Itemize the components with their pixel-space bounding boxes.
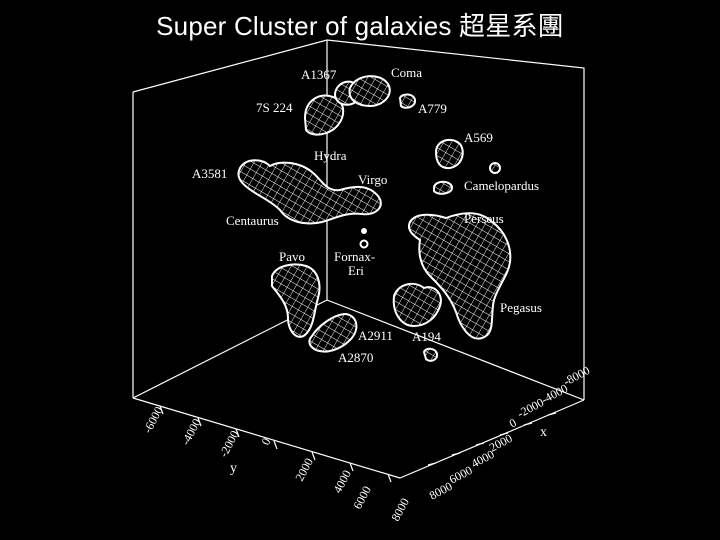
cluster-labels: A1367 Coma 7S 224 A779 A569 Hydra A3581 … (192, 65, 542, 365)
mesh-fornax-eri (392, 282, 442, 328)
y-tick-5: 4000 (330, 468, 354, 496)
x-axis-labels: -8000 -4000 -2000 0 2000 4000 6000 8000 … (427, 363, 592, 503)
label-centaurus: Centaurus (226, 213, 279, 228)
mesh-small-a569b (489, 162, 501, 174)
y-tick-0: -6000 (140, 404, 166, 435)
x-axis-name: x (540, 425, 547, 440)
mesh-perseus-pegasus (408, 212, 512, 340)
y-tick-2: -2000 (216, 428, 242, 459)
label-pavo: Pavo (279, 249, 305, 264)
bounding-box (132, 39, 585, 479)
label-a3581: A3581 (192, 166, 227, 181)
y-axis-name: y (230, 461, 237, 476)
label-hydra: Hydra (314, 148, 347, 163)
label-a2911: A2911 (358, 328, 393, 343)
label-eri: Eri (348, 263, 364, 278)
label-a2870: A2870 (338, 350, 373, 365)
milky-way-dot (361, 228, 367, 234)
label-perseus: Perseus (464, 211, 504, 226)
label-a569: A569 (464, 130, 493, 145)
y-tick-4: 2000 (292, 456, 316, 484)
label-coma: Coma (391, 65, 422, 80)
galaxy-meshes (237, 75, 512, 362)
x-tick-3: 0 (507, 415, 519, 430)
mesh-a2911 (308, 312, 358, 353)
x-axis-ticks (427, 412, 557, 466)
label-a1367: A1367 (301, 67, 337, 82)
mesh-pavo (271, 263, 321, 338)
y-tick-3: 0 (258, 436, 273, 448)
label-7s224: 7S 224 (256, 100, 293, 115)
mesh-a569 (434, 138, 464, 170)
x-tick-2: -2000 (515, 395, 546, 421)
label-pegasus: Pegasus (500, 300, 542, 315)
label-virgo: Virgo (358, 172, 387, 187)
mesh-small-fornax (359, 239, 369, 249)
mesh-7s224 (303, 94, 345, 136)
slide-title: Super Cluster of galaxies 超星系團 (156, 11, 564, 41)
mesh-hydra-centaurus (237, 159, 382, 225)
label-a779: A779 (418, 101, 447, 116)
y-tick-6: 6000 (350, 484, 374, 512)
y-axis-labels: -6000 -4000 -2000 0 2000 4000 6000 8000 … (140, 404, 412, 523)
label-a194: A194 (412, 329, 441, 344)
y-tick-1: -4000 (178, 416, 204, 447)
y-axis-ticks (159, 405, 392, 483)
mesh-coma (348, 75, 391, 108)
y-tick-7: 8000 (388, 496, 412, 524)
label-camelopardus: Camelopardus (464, 178, 539, 193)
mesh-a779 (398, 93, 417, 109)
mesh-camelopardus (433, 180, 453, 195)
x-tick-0: -8000 (561, 363, 592, 389)
mesh-a194 (422, 347, 439, 362)
x-tick-6: 6000 (447, 463, 475, 487)
label-fornax: Fornax- (334, 249, 375, 264)
